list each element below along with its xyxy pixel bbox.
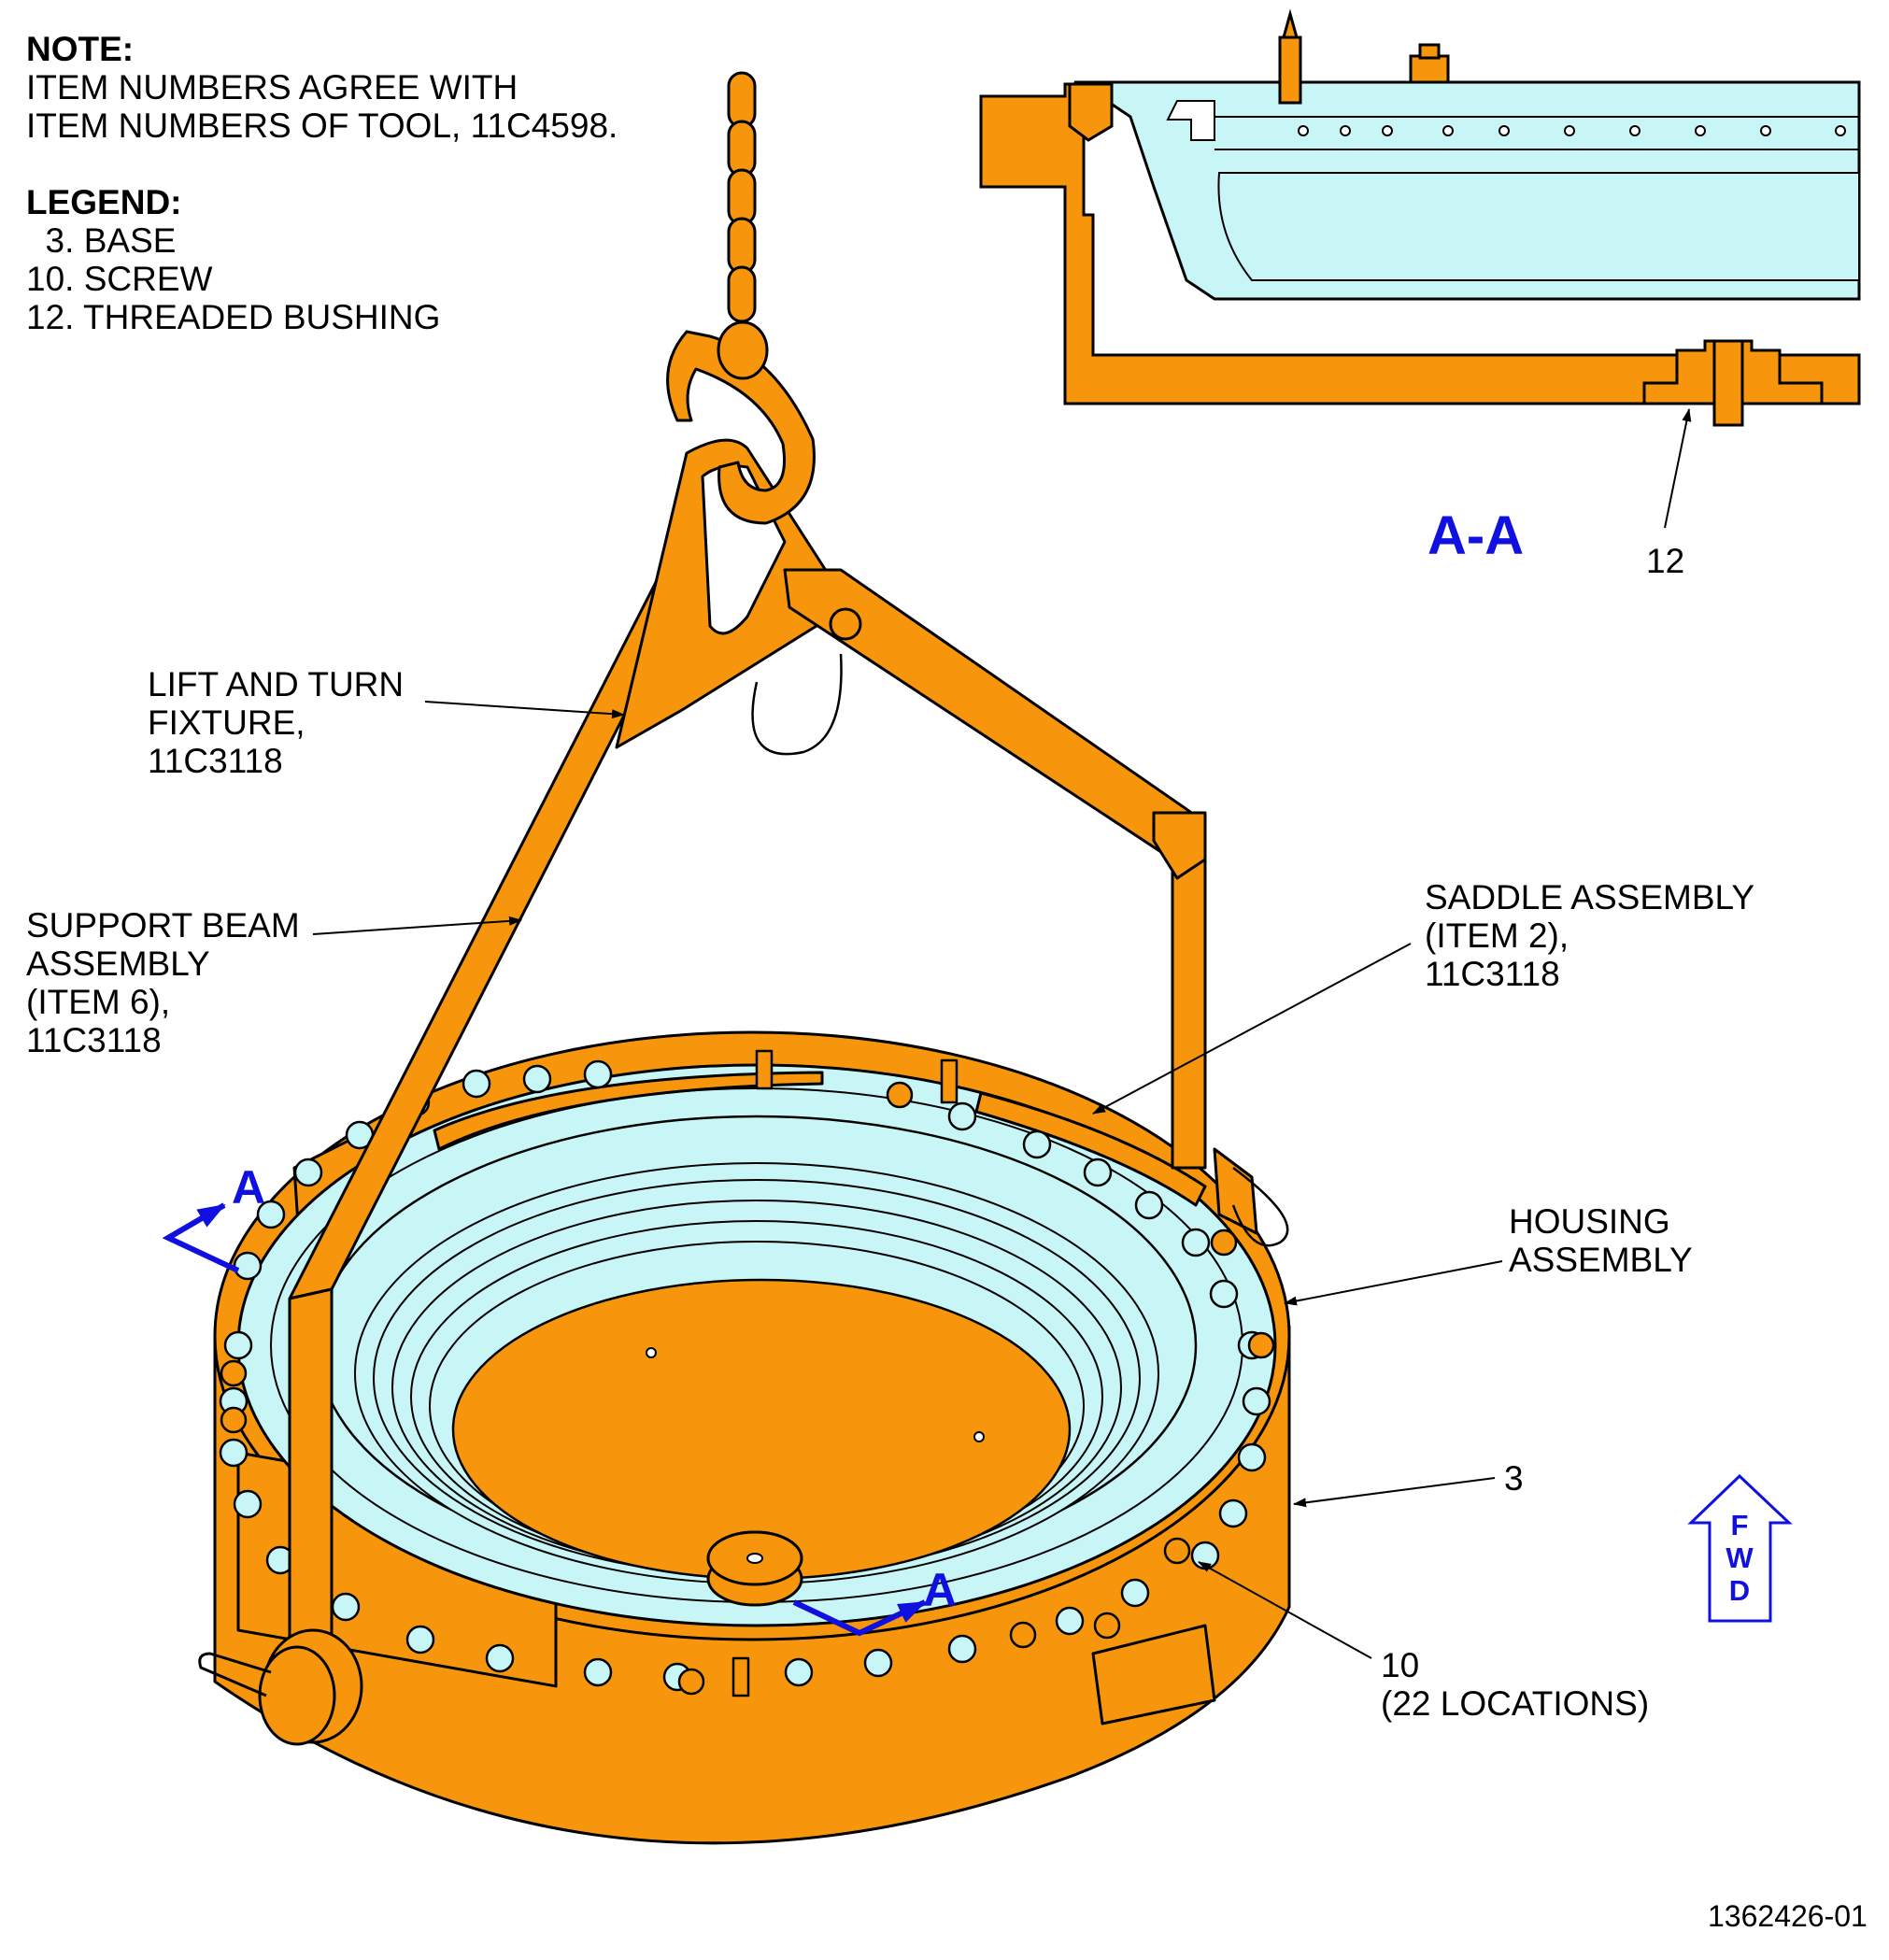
saddle-arc bbox=[433, 1071, 824, 1151]
legend-item-screw: 10. SCREW bbox=[26, 260, 213, 298]
fwd-letter-f: F bbox=[1730, 1509, 1749, 1541]
legend-item-bushing: 12. THREADED BUSHING bbox=[26, 298, 441, 336]
leader-base bbox=[1293, 1477, 1496, 1508]
note-line-2: ITEM NUMBERS OF TOOL, 11C4598. bbox=[26, 107, 618, 145]
callout-screw-2: (22 LOCATIONS) bbox=[1381, 1684, 1650, 1723]
figure-id: 1362426-01 bbox=[1708, 1899, 1868, 1933]
callout-base: 3 bbox=[1504, 1459, 1524, 1498]
callout-lift-fixture-1: LIFT AND TURN bbox=[148, 665, 405, 703]
fwd-arrow-icon bbox=[1687, 1473, 1793, 1623]
threaded-bushing bbox=[1642, 339, 1824, 427]
callout-lift-fixture-2: FIXTURE, bbox=[148, 703, 305, 742]
section-view-title: A-A bbox=[1427, 505, 1525, 566]
callout-screw-1: 10 bbox=[1381, 1646, 1420, 1684]
note-heading: NOTE: bbox=[26, 30, 135, 68]
leader-lines bbox=[312, 701, 1503, 1659]
housing-inner-channel bbox=[1217, 172, 1860, 281]
leader-saddle bbox=[1092, 943, 1412, 1115]
leader-screw bbox=[1198, 1561, 1372, 1659]
callout-saddle-1: SADDLE ASSEMBLY bbox=[1425, 878, 1755, 916]
main-assembly bbox=[198, 71, 1291, 1845]
leader-lift-fixture bbox=[424, 701, 625, 719]
callout-saddle-2: (ITEM 2), bbox=[1425, 916, 1569, 955]
bolt-hole-row bbox=[1298, 125, 1846, 136]
fwd-letter-d: D bbox=[1728, 1574, 1751, 1607]
legend-item-base: 3. BASE bbox=[26, 221, 177, 260]
callout-support-beam-2: ASSEMBLY bbox=[26, 944, 210, 983]
callout-support-beam-4: 11C3118 bbox=[26, 1021, 162, 1059]
callout-bushing: 12 bbox=[1646, 542, 1685, 580]
callout-saddle-3: 11C3118 bbox=[1425, 955, 1560, 993]
note-line-1: ITEM NUMBERS AGREE WITH bbox=[26, 68, 518, 107]
callout-housing-2: ASSEMBLY bbox=[1509, 1241, 1693, 1279]
screw-heads bbox=[219, 1059, 1271, 1692]
section-marker-left: A bbox=[232, 1161, 266, 1214]
legend-heading: LEGEND: bbox=[26, 183, 182, 221]
leader-12 bbox=[1664, 408, 1692, 529]
right-arm bbox=[783, 568, 1207, 1170]
section-aa-detail bbox=[979, 8, 1861, 427]
chain bbox=[717, 71, 769, 380]
callout-support-beam-3: (ITEM 6), bbox=[26, 983, 171, 1021]
alignment-pins bbox=[220, 1049, 1275, 1697]
leader-support-beam bbox=[312, 916, 522, 935]
callout-housing-1: HOUSING bbox=[1509, 1202, 1670, 1241]
leader-housing bbox=[1284, 1260, 1503, 1306]
section-marker-bottom: A bbox=[923, 1564, 958, 1616]
callout-lift-fixture-3: 11C3118 bbox=[148, 742, 283, 780]
fwd-letter-w: W bbox=[1726, 1541, 1754, 1574]
callout-support-beam-1: SUPPORT BEAM bbox=[26, 906, 300, 944]
section-markers bbox=[162, 1202, 927, 1637]
